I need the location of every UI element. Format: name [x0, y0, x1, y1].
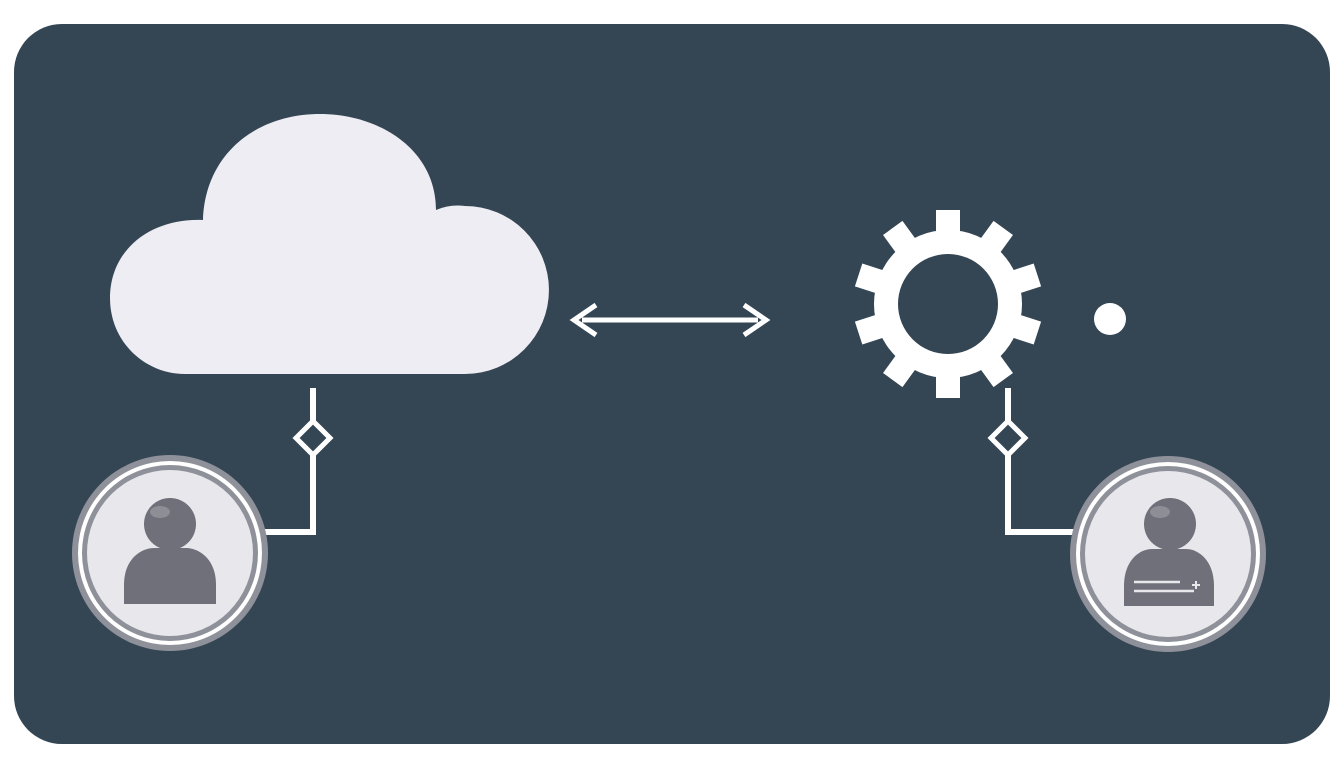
user-with-badge-icon — [1070, 456, 1266, 652]
user-icon — [72, 455, 268, 651]
diamond-connector-icon — [987, 417, 1029, 459]
dot-icon — [1094, 303, 1126, 335]
gear-icon — [854, 210, 1042, 398]
diamond-connector-icon — [292, 417, 334, 459]
cloud-icon — [110, 114, 549, 374]
right-connector — [987, 388, 1080, 535]
left-connector — [264, 388, 334, 535]
double-arrow-icon — [569, 302, 771, 338]
